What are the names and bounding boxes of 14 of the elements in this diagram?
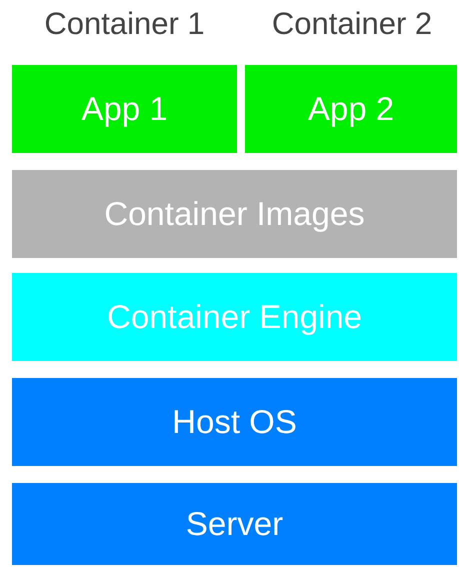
layer-box [12,378,457,466]
layer-box [12,65,237,153]
container-heading: Container 2 [270,6,434,42]
layer-box [12,170,457,258]
layer-label: App 1 [81,90,168,128]
layer-box [12,273,457,361]
layer-label: Container Images [104,195,365,233]
layer-label: Server [186,505,284,543]
layer-label: App 2 [308,90,394,128]
layer-label: Host OS [172,403,297,441]
layer-label: Container Engine [106,298,362,336]
layer-box [245,65,457,153]
container-heading: Container 1 [43,6,206,42]
layer-box [12,483,457,565]
